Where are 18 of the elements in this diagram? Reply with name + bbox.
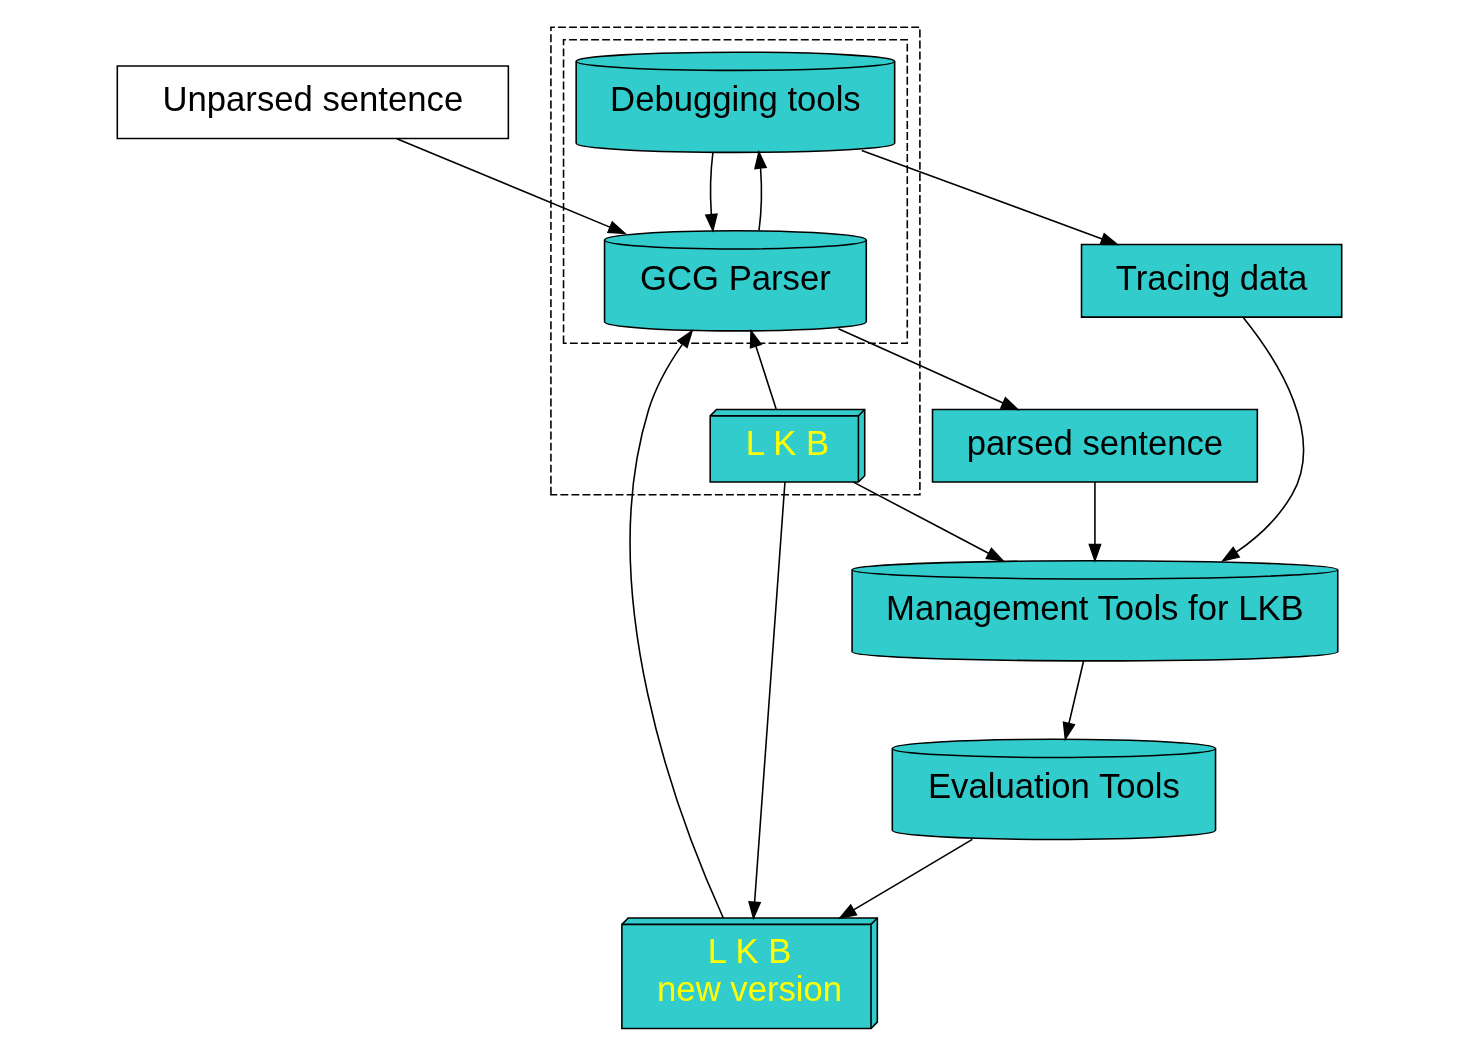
cluster [550,26,921,496]
node-box: parsed sentence [931,408,1259,483]
arrow [396,137,627,235]
arrow [1088,481,1102,563]
arrow [629,329,725,919]
arrow [1062,659,1085,742]
arrow [837,838,974,920]
arrow [837,328,1020,411]
arrow [754,149,768,232]
node-box: Tracing data [1080,243,1343,318]
arrow [748,481,786,921]
arrow [749,328,777,410]
arrow [861,149,1120,246]
arrow [852,481,1005,562]
cluster [562,39,909,345]
arrow [1220,316,1305,563]
node-box: Unparsed sentence [116,65,510,140]
arrow [704,151,718,233]
